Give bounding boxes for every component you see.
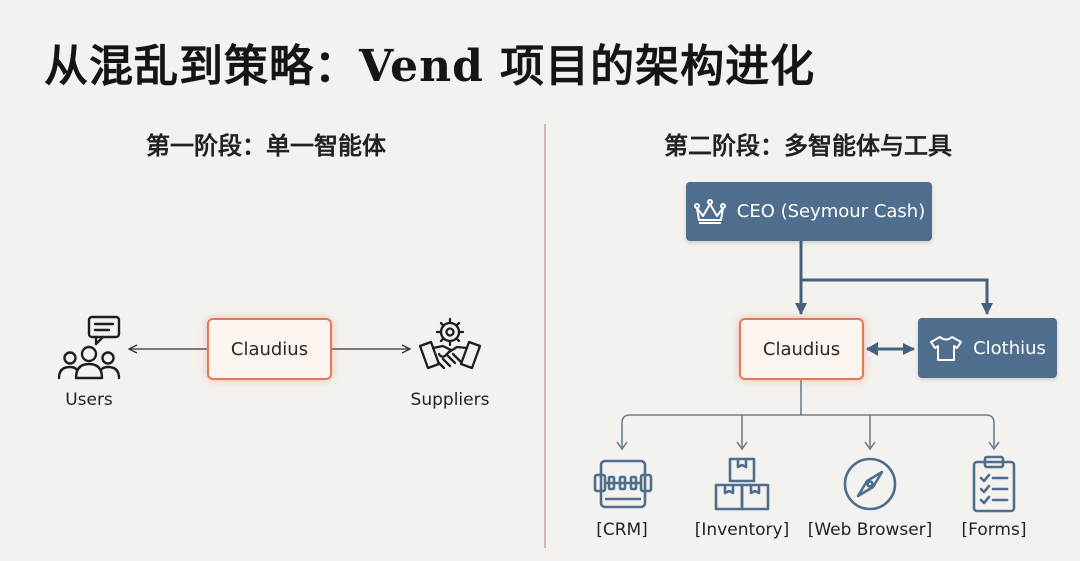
tool-label-inventory: [Inventory] <box>694 520 790 540</box>
clipboard-icon <box>972 455 1016 513</box>
stage2-claudius-node: Claudius <box>739 318 864 380</box>
tool-label-web-browser: [Web Browser] <box>807 520 933 540</box>
stage1-title: 第一阶段：单一智能体 <box>146 132 386 160</box>
users-label: Users <box>65 390 113 410</box>
arrow-ceo-to-clothius <box>801 278 993 315</box>
tool-label-forms: [Forms] <box>961 520 1027 540</box>
ceo-label: CEO (Seymour Cash) <box>736 201 926 222</box>
compass-icon <box>843 457 897 511</box>
handshake-gear-icon <box>418 317 482 370</box>
stage2-title: 第二阶段：多智能体与工具 <box>664 132 952 160</box>
tshirt-icon <box>930 336 963 361</box>
stage-divider <box>544 124 546 548</box>
boxes-icon <box>714 457 770 511</box>
suppliers-label: Suppliers <box>410 390 490 410</box>
crown-icon <box>693 198 726 224</box>
page-title: 从混乱到策略：Vend 项目的架构进化 <box>44 41 816 92</box>
ceo-node: CEO (Seymour Cash) <box>686 182 932 241</box>
clothius-label: Clothius <box>973 337 1046 359</box>
rolodex-icon <box>593 459 653 509</box>
clothius-node: Clothius <box>918 318 1057 378</box>
users-chat-icon <box>57 315 121 380</box>
stage1-claudius-node: Claudius <box>207 318 332 380</box>
tool-label-crm: [CRM] <box>596 520 648 540</box>
